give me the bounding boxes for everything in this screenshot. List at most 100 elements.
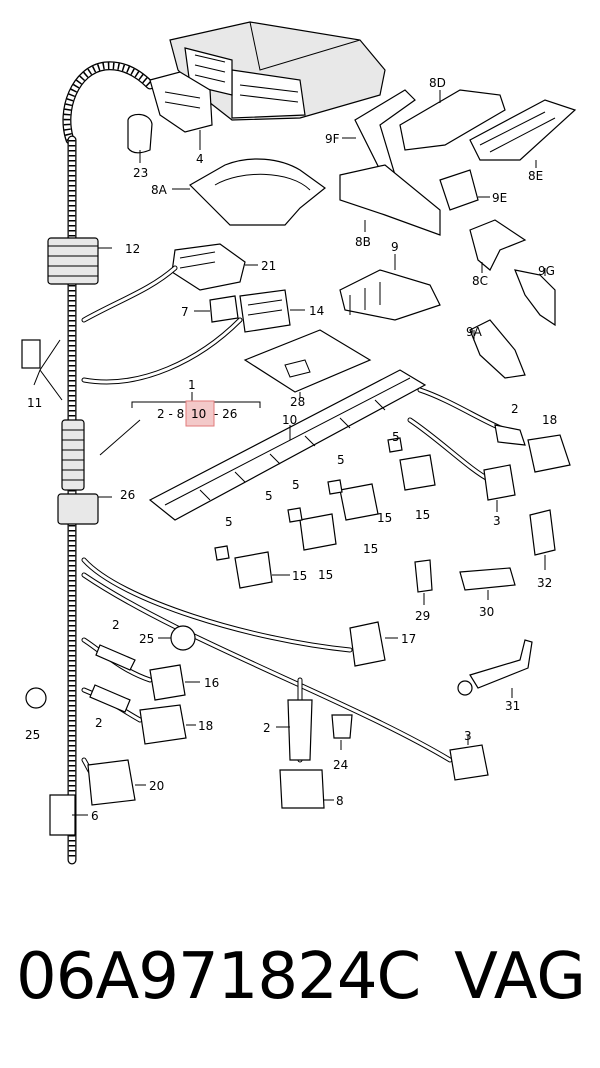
callout-3-bottom: 3 [464, 729, 472, 743]
callout-9E: 9E [492, 191, 507, 205]
callout-5d: 5 [265, 489, 273, 503]
wiring-harness-diagram: 1 2 - 8 10 - 26 4 23 8A 12 21 7 14 11 28… [21, 21, 577, 865]
callout-18-right: 18 [542, 413, 557, 427]
injector-rail-bracket-10 [148, 369, 427, 521]
connector-4 [149, 71, 213, 133]
callout-9G: 9G [538, 264, 555, 278]
bracket-9E [439, 169, 479, 211]
callout-8: 8 [336, 794, 344, 808]
cover-8A [189, 158, 326, 226]
callout-15e: 15 [292, 569, 307, 583]
connector-18-left [139, 704, 187, 745]
callout-21: 21 [261, 259, 276, 273]
callout-15b: 15 [377, 511, 392, 525]
conduit-section [61, 419, 85, 491]
callout-16: 16 [204, 676, 219, 690]
connector-3-bottom [449, 744, 489, 781]
clip-23 [127, 113, 153, 154]
lower-branches [81, 557, 453, 783]
callout-28: 28 [290, 395, 305, 409]
callout-32: 32 [537, 576, 552, 590]
callout-8B: 8B [355, 235, 371, 249]
clip-11 [21, 339, 41, 369]
part-number: 06A971824C [16, 940, 421, 1014]
callout-12: 12 [125, 242, 140, 256]
callout-1: 1 [188, 378, 196, 392]
callout-10: 10 [282, 413, 297, 427]
bracket-31 [457, 639, 533, 696]
injector-connectors [214, 437, 436, 589]
callout-15a: 15 [415, 508, 430, 522]
callout-5c: 5 [292, 478, 300, 492]
sensor-6 [49, 794, 76, 836]
sensor-2-right [494, 424, 526, 446]
callout-31: 31 [505, 699, 520, 713]
callout-9A: 9A [466, 325, 483, 339]
bracket-9A [469, 319, 526, 379]
callout-5b: 5 [337, 453, 345, 467]
connector-18-right [527, 434, 571, 473]
range-right: - 26 [214, 407, 237, 421]
callout-29: 29 [415, 609, 430, 623]
connector-7 [209, 295, 239, 323]
callout-17: 17 [401, 632, 416, 646]
callout-8A: 8A [151, 183, 168, 197]
callout-25-left: 25 [25, 728, 40, 742]
callout-11: 11 [27, 396, 42, 410]
harness-sleeve [47, 237, 99, 285]
callout-25-mid: 25 [139, 632, 154, 646]
callout-9: 9 [391, 240, 399, 254]
clip-30 [459, 567, 516, 591]
range-left: 2 - 8 [157, 407, 184, 421]
bracket-8C [469, 219, 527, 271]
callout-18-left: 18 [198, 719, 213, 733]
clip-25-mid [170, 625, 196, 651]
brand-name: VAG [454, 940, 586, 1014]
connector-21 [171, 243, 246, 291]
sensor-2-bottom [287, 699, 313, 761]
callout-8C: 8C [472, 274, 488, 288]
callout-5a: 5 [392, 430, 400, 444]
bracket-32 [529, 509, 556, 556]
callout-7: 7 [181, 305, 189, 319]
callout-14: 14 [309, 304, 324, 318]
callout-4: 4 [196, 152, 204, 166]
callout-5e: 5 [225, 515, 233, 529]
clip-24 [331, 714, 353, 739]
sensor-2-left-a [95, 644, 136, 671]
callout-23: 23 [133, 166, 148, 180]
bracket-8B [339, 164, 441, 236]
clip-25-left [25, 687, 47, 709]
bracket-9G [514, 269, 556, 327]
callout-2-right: 2 [511, 402, 519, 416]
range-group [131, 392, 261, 427]
callout-26-mid: 26 [120, 488, 135, 502]
callout-15d: 15 [318, 568, 333, 582]
callout-24: 24 [333, 758, 348, 772]
callout-9F: 9F [325, 132, 340, 146]
connector-20 [87, 759, 136, 806]
callout-15c: 15 [363, 542, 378, 556]
plate-28 [243, 329, 372, 393]
callout-8E: 8E [528, 169, 543, 183]
connector-14 [239, 289, 291, 333]
sensor-2-left-b [89, 684, 131, 713]
bracket-29 [414, 559, 433, 593]
callout-6: 6 [91, 809, 99, 823]
callout-20: 20 [149, 779, 164, 793]
connector-17 [349, 621, 386, 667]
callout-8D: 8D [429, 76, 446, 90]
callout-2-upper: 2 [112, 618, 120, 632]
connector-8-bottom [279, 769, 325, 809]
engine-control-unit [169, 21, 386, 121]
bracket-26 [57, 493, 99, 525]
holder-8D [399, 89, 506, 151]
bracket-9 [339, 269, 441, 321]
connector-3-top [483, 464, 516, 501]
callout-30: 30 [479, 605, 494, 619]
callout-2-lower: 2 [95, 716, 103, 730]
connector-16 [149, 664, 186, 701]
footer: 06A971824C VAG [0, 940, 600, 1040]
callout-3-top: 3 [493, 514, 501, 528]
holder-8E [469, 99, 577, 161]
